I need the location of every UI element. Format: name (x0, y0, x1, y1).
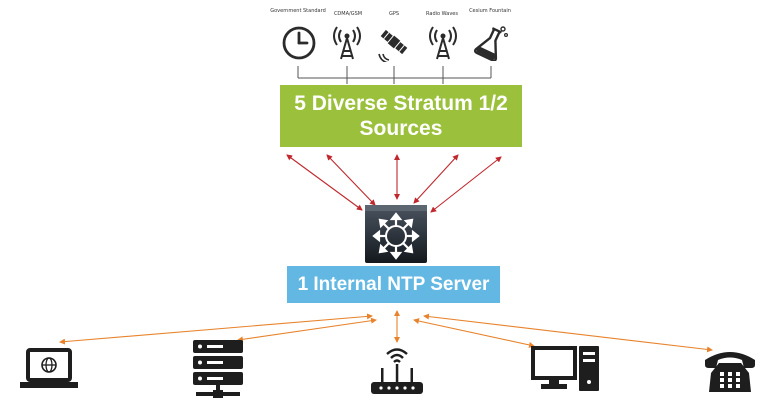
arrow-source-1 (286, 154, 363, 211)
arrow-client-laptop (59, 313, 373, 345)
source-label-cdma: CDMA/GSM (333, 11, 363, 17)
source-label-cesium: Cesium Fountain (469, 8, 511, 14)
laptop-icon (20, 348, 78, 388)
satellite-icon (378, 29, 408, 62)
flask-icon (473, 26, 509, 61)
router-icon (365, 205, 427, 263)
arrow-source-2 (326, 154, 376, 206)
arrow-client-phone (423, 313, 713, 353)
radio-tower-icon (429, 26, 457, 60)
clock-icon (282, 26, 316, 60)
lower-arrows (59, 310, 713, 353)
server-rack-icon (193, 340, 243, 398)
source-label-gps: GPS (388, 11, 400, 17)
desktop-computer-icon (531, 346, 599, 391)
ntp-server-box: 1 Internal NTP Server (287, 266, 500, 303)
cell-tower-icon (333, 26, 361, 60)
telephone-icon (705, 352, 755, 392)
sources-box: 5 Diverse Stratum 1/2 Sources (280, 85, 522, 147)
arrow-source-5 (430, 156, 502, 213)
source-label-radio: Radio Waves (426, 11, 458, 17)
wifi-router-icon (371, 348, 423, 394)
arrow-client-servers (237, 317, 377, 343)
arrow-client-desktop (413, 318, 535, 348)
source-label-government: Government Standard (270, 8, 326, 14)
upper-arrows (286, 154, 502, 213)
